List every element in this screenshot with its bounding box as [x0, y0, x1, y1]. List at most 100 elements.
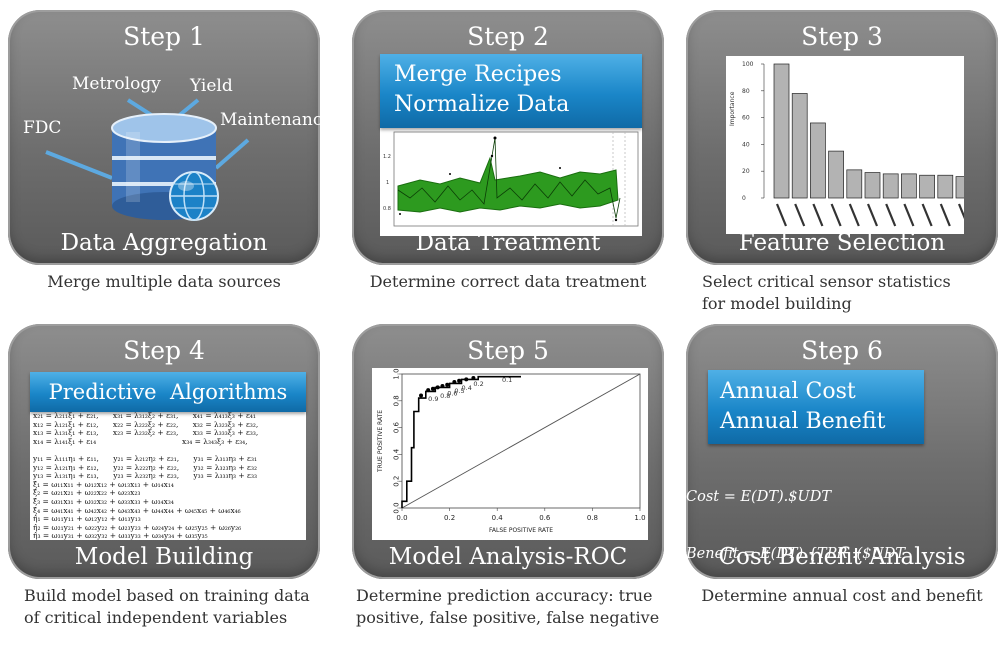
step1-caption: Merge multiple data sources	[8, 271, 320, 293]
database-diagram	[45, 98, 250, 221]
roc-ytick: 0.2	[393, 476, 401, 487]
equation-line: η̂₃ = ω₃₁y₃₁ + ω₃₂y₃₂ + ω₃₃y₃₃ + ω₃₄y₃₄ …	[33, 532, 208, 541]
feature-tick-label	[848, 203, 860, 227]
feature-ytick: 60	[742, 115, 750, 122]
step1-label: Data Aggregation	[60, 230, 268, 256]
feature-tick-label	[939, 203, 951, 227]
roc-point	[445, 382, 450, 387]
step4-label: Model Building	[74, 544, 254, 570]
equation-line: y₁₂ = λ₁₂₁η₁ + ε₁₂, y₂₂ = λ₂₂₂η₂ + ε₂₂, …	[33, 463, 257, 472]
feature-ytick: 0	[742, 195, 746, 202]
step6-box-line2: Annual Benefit	[720, 409, 886, 434]
roc-point	[471, 376, 476, 381]
roc-point	[464, 377, 469, 382]
step1-panel: Step 1 Data Aggregation FDC Metrology Yi…	[8, 10, 332, 265]
feature-tick-label	[957, 203, 970, 227]
svg-text:0.8: 0.8	[383, 206, 391, 212]
database-icon	[111, 113, 217, 220]
feature-tick-label	[866, 203, 879, 227]
feature-bar	[846, 169, 863, 199]
roc-xtick: 0.4	[492, 514, 504, 522]
step2-box-line1: Merge Recipes	[394, 62, 562, 87]
step5-caption: Determine prediction accuracy: true posi…	[356, 585, 668, 629]
feature-bar	[810, 122, 826, 199]
roc-point-label: 0.2	[473, 380, 483, 388]
feature-bar	[901, 173, 917, 199]
roc-ytick: 0.0	[393, 502, 401, 513]
feature-bar	[791, 93, 808, 199]
feature-tick-label	[775, 203, 788, 227]
roc-ytick: 0.4	[393, 448, 401, 460]
step5-caption-line2: positive, false positive, false negative	[356, 608, 660, 627]
equation-line: x₁₂ = λ₁₂₁ξ₁ + ε₁₂, x₂₂ = λ₂₂₂ξ₂ + ε₂₂, …	[33, 420, 259, 429]
feature-tick-label	[885, 203, 897, 227]
equation-line: x₂₁ = λ₂₁₁ξ₁ + ε₂₁, x₃₁ = λ₃₁₂ξ₂ + ε₃₁, …	[33, 412, 256, 420]
equation-line: ξ̂₄ = ω₄₁x₄₁ + ω₄₂x₄₂ + ω₄₃x₄₃ + ω₄₄x₄₄ …	[33, 506, 241, 515]
feature-bar	[955, 176, 972, 199]
roc-ytick: 0.8	[393, 395, 401, 406]
step6-title: Step 6	[801, 336, 883, 365]
roc-point-label: 0.9	[428, 395, 438, 403]
step5-label: Model Analysis-ROC	[388, 544, 628, 570]
roc-ytick: 0.6	[393, 421, 401, 433]
step2-title: Step 2	[467, 22, 549, 51]
step4-title: Step 4	[123, 336, 205, 365]
equation-line: y₁₁ = λ₁₁₁η₁ + ε₁₁, y₂₁ = λ₂₁₂η₂ + ε₂₁, …	[33, 455, 257, 463]
step2-box-line2: Normalize Data	[394, 92, 570, 117]
feature-tick-label	[812, 203, 824, 227]
timeseries-points	[399, 136, 618, 222]
step2-caption-line1: Determine correct data treatment	[369, 272, 647, 291]
roc-point	[435, 385, 440, 390]
step1-caption-line1: Merge multiple data sources	[47, 272, 281, 291]
feature-bar	[864, 172, 881, 199]
step2-caption: Determine correct data treatment	[352, 271, 664, 293]
roc-point	[430, 386, 435, 391]
step5-title: Step 5	[467, 336, 549, 365]
feature-bar	[937, 174, 954, 199]
step5-panel: Step 5 Model Analysis-ROC 0.0 0.2 0.4 0.6 0.…	[352, 324, 664, 579]
formula-line2: Benefit = E(DT).{TPR .($UDT	[686, 546, 906, 562]
step4-caption: Build model based on training data of cr…	[24, 585, 334, 629]
roc-point-label: 0.8	[440, 392, 450, 400]
timeseries-line	[397, 137, 621, 219]
globe-icon	[169, 171, 219, 221]
roc-point	[426, 388, 431, 393]
roc-point	[440, 384, 445, 389]
roc-xtick: 0.8	[587, 514, 598, 522]
roc-xlabel: FALSE POSITIVE RATE	[489, 527, 553, 534]
equation-line: ξ̂₂ = ω₂₁x₂₁ + ω₂₂x₂₂ + ω₂₃x₂₃	[33, 489, 141, 498]
step6-panel: Step 6 Cost Benefit Analysis Annual Cost…	[686, 324, 998, 619]
step3-caption: Select critical sensor statistics for mo…	[702, 271, 998, 315]
timeseries-band	[397, 156, 619, 213]
step4-caption-line2: of critical independent variables	[24, 608, 288, 627]
step6-label: Cost Benefit Analysis	[718, 544, 966, 570]
formula-line1: Cost = E(DT).$UDT	[686, 489, 832, 505]
feature-ytick: 20	[742, 168, 750, 175]
step6-box-line1: Annual Cost	[720, 379, 856, 404]
timeseries-plot: 1.210.8	[383, 131, 639, 227]
step4-caption-line1: Build model based on training data	[24, 586, 310, 605]
step3-caption-line2: for model building	[702, 294, 852, 313]
equation-line: η̂₁ = ω₁₁y₁₁ + ω₁₂y₁₂ + ω₁₃y₁₃	[33, 515, 141, 524]
step4-box: Predictive Algorithms	[30, 372, 306, 412]
feature-ytick: 100	[742, 61, 754, 68]
roc-point	[457, 378, 462, 383]
feature-tick-label	[830, 203, 842, 227]
source-metrology: Metrology	[72, 74, 161, 94]
step5-caption-line1: Determine prediction accuracy: true	[356, 586, 653, 605]
roc-point-label: 0.5	[454, 387, 464, 395]
roc-point-label: 0.1	[502, 376, 512, 384]
feature-tick-label	[903, 203, 915, 227]
source-fdc: FDC	[23, 118, 62, 138]
svg-text:1.2: 1.2	[383, 154, 391, 160]
feature-ylabel: Importance	[729, 91, 736, 126]
step3-label: Feature Selection	[738, 230, 946, 256]
roc-point	[419, 393, 424, 398]
feature-bar	[828, 150, 844, 199]
roc-diagonal	[401, 373, 641, 509]
equation-line: ξ̂₁ = ω₁₁x₁₁ + ω₁₂x₁₂ + ω₁₃x₁₃ + ω₁₄x₁₄	[33, 480, 174, 489]
